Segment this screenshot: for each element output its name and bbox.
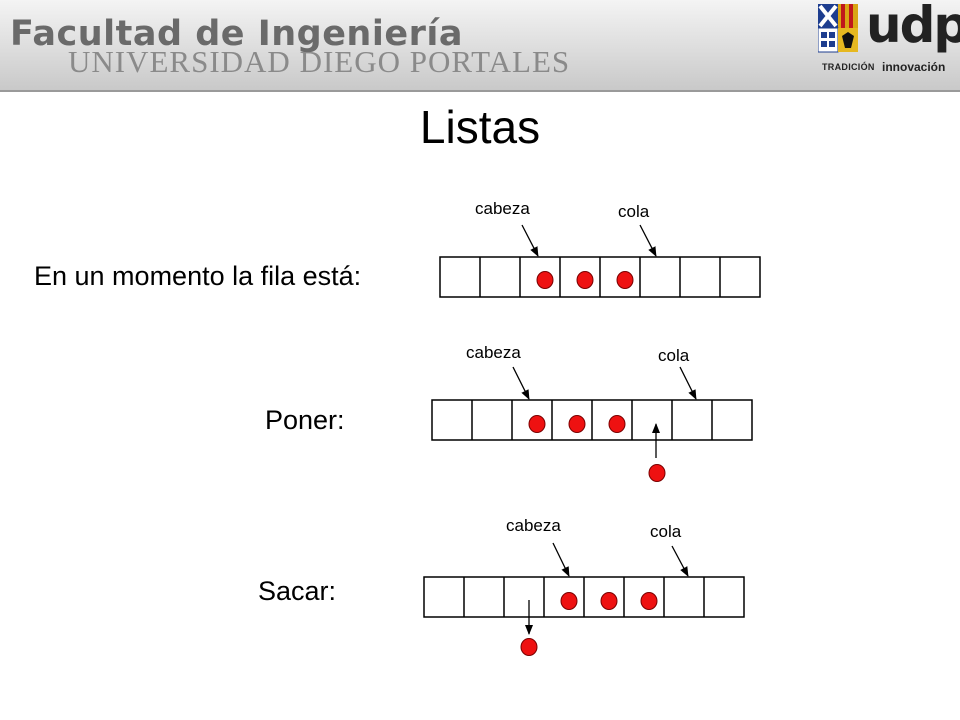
row-2-tail-arrow (679, 366, 697, 400)
element-dot (560, 592, 578, 610)
element-dot (616, 271, 634, 289)
inserted-element-dot (648, 464, 666, 482)
logo-wordmark: udp (866, 0, 960, 54)
page-title: Listas (419, 101, 541, 153)
row-1-head-arrow (521, 224, 539, 257)
faculty-name: Facultad de Ingeniería (10, 14, 463, 54)
row-2-tail-label: cola (658, 346, 690, 365)
element-dot (536, 271, 554, 289)
row-2-queue (431, 399, 753, 441)
row-3-head-label: cabeza (506, 516, 561, 535)
header-divider (0, 90, 960, 92)
row-1-head-label: cabeza (475, 199, 530, 218)
row-3-head-arrow (552, 542, 570, 577)
element-dot (600, 592, 618, 610)
udp-crest-icon (818, 4, 858, 53)
element-dot (568, 415, 586, 433)
row-3-tail-arrow (671, 545, 689, 577)
university-name: UNIVERSIDAD DIEGO PORTALES (68, 44, 571, 79)
row-1-tail-label: cola (618, 202, 650, 221)
row-2-head-label: cabeza (466, 343, 521, 362)
logo-tag-innovacion: innovación (882, 60, 946, 74)
header-bar (0, 0, 960, 92)
row-3-label: Sacar: (258, 576, 337, 606)
element-dot (608, 415, 626, 433)
row-1-label: En un momento la fila está: (34, 261, 362, 291)
row-2-label: Poner: (265, 405, 345, 435)
logo-tag-tradicion: TRADICIÓN (822, 62, 875, 72)
element-dot (576, 271, 594, 289)
element-dot (640, 592, 658, 610)
row-1-tail-arrow (639, 224, 657, 257)
row-2-head-arrow (512, 366, 530, 400)
row-1-queue (439, 256, 761, 298)
element-dot (528, 415, 546, 433)
removed-element-dot (520, 638, 538, 656)
row-3-queue (423, 576, 745, 618)
row-3-tail-label: cola (650, 522, 682, 541)
